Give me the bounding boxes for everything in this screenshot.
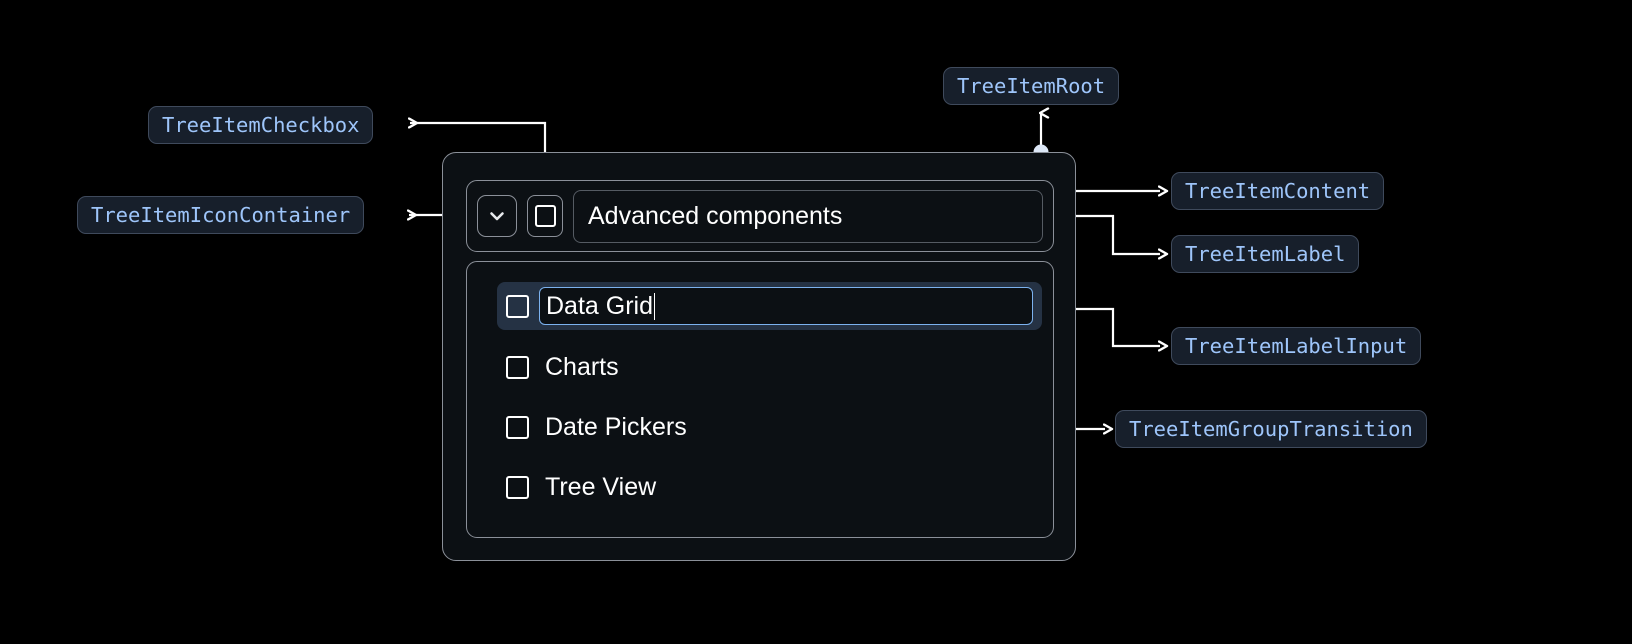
tree-item-label[interactable]: Advanced components — [573, 189, 1043, 243]
checkbox-unchecked-icon[interactable] — [506, 294, 529, 318]
callout-treeitemroot: TreeItemRoot — [943, 67, 1120, 105]
tree-row-data-grid[interactable]: Data Grid — [497, 282, 1042, 330]
callout-treeitemcheckbox: TreeItemCheckbox — [148, 106, 374, 144]
tree-item-icon-container[interactable] — [477, 195, 517, 237]
callout-treeitemlabel: TreeItemLabel — [1171, 235, 1360, 273]
tree-item-label-text: Tree View — [545, 472, 657, 501]
tree-item-root[interactable]: Advanced components Data Grid Charts Dat… — [442, 152, 1076, 561]
callout-treeitemiconcontainer: TreeItemIconContainer — [77, 196, 365, 234]
callout-treeitemcontent: TreeItemContent — [1171, 172, 1385, 210]
tree-item-checkbox[interactable] — [527, 195, 563, 237]
callout-treeitemlabelinput: TreeItemLabelInput — [1171, 327, 1422, 365]
checkbox-unchecked-icon — [534, 205, 556, 227]
checkbox-unchecked-icon[interactable] — [506, 355, 529, 379]
tree-item-label-input-value: Data Grid — [546, 291, 653, 320]
chevron-down-icon — [490, 212, 504, 221]
tree-item-content[interactable]: Advanced components — [466, 180, 1054, 252]
checkbox-unchecked-icon[interactable] — [506, 475, 529, 499]
checkbox-unchecked-icon[interactable] — [506, 415, 529, 439]
tree-row-charts[interactable]: Charts — [467, 344, 1053, 390]
tree-row-tree-view[interactable]: Tree View — [467, 464, 1053, 510]
tree-row-date-pickers[interactable]: Date Pickers — [467, 404, 1053, 450]
tree-item-label-input[interactable]: Data Grid — [539, 287, 1033, 325]
tree-item-group-transition: Data Grid Charts Date Pickers Tree View — [466, 261, 1054, 538]
tree-item-label-text: Advanced components — [588, 201, 843, 230]
tree-item-label-text: Charts — [545, 352, 619, 381]
tree-item-label-text: Date Pickers — [545, 412, 687, 441]
callout-treeitemgrouptransition: TreeItemGroupTransition — [1115, 410, 1427, 448]
text-caret — [653, 292, 656, 320]
